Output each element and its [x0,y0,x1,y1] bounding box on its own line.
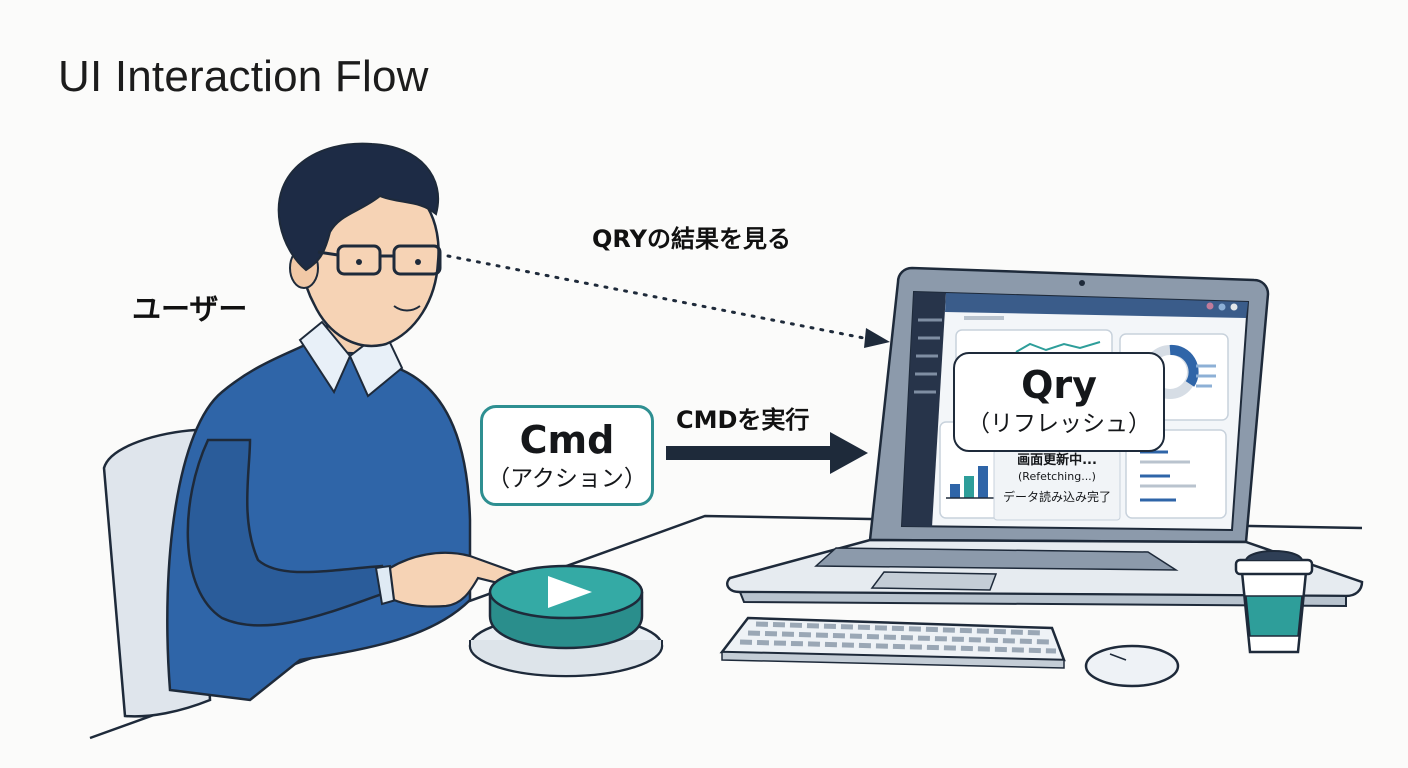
refresh-status-line1: 画面更新中... [1017,453,1097,468]
keyboard-icon [719,616,1066,669]
page-title: UI Interaction Flow [58,52,429,101]
qry-subtitle: （リフレッシュ） [967,411,1151,437]
cmd-subtitle: （アクション） [487,466,647,492]
execute-arrowhead [830,432,868,474]
qry-callout: Qry （リフレッシュ） [953,352,1165,452]
user-label: ユーザー [132,292,248,326]
mouse-icon [1084,644,1180,688]
refresh-status-line3: データ読み込み完了 [1002,490,1111,504]
coffee-cup-icon [1234,550,1314,654]
play-button-device [468,564,664,678]
refresh-status: 画面更新中... (Refetching...) データ読み込み完了 [992,452,1122,506]
cmd-callout: Cmd （アクション） [480,405,654,506]
qry-title: Qry [1021,363,1097,407]
user-figure [166,142,524,702]
refresh-status-line2: (Refetching...) [1018,470,1096,483]
cmd-title: Cmd [519,418,615,462]
view-result-arrowhead [864,328,890,348]
execute-label: CMDを実行 [676,406,810,434]
view-result-label: QRYの結果を見る [592,225,791,253]
play-icon [548,576,592,608]
view-result-arrow [446,254,886,344]
